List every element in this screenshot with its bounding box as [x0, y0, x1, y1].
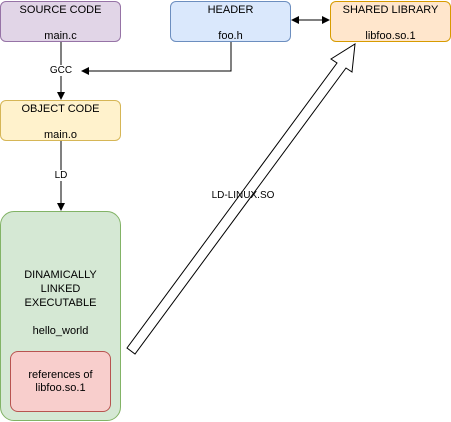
ld-edge-label: LD: [51, 170, 71, 181]
loader-edge-label: LD-LINUX.SO: [211, 190, 275, 201]
header-title: HEADER: [207, 4, 254, 16]
references-label: references of libfoo.so.1: [28, 369, 93, 394]
shared-library-title: SHARED LIBRARY: [342, 4, 439, 16]
source-code-node: SOURCE CODE main.c: [0, 1, 121, 42]
loader-hollow-arrow: [126, 43, 356, 355]
source-code-file: main.c: [44, 30, 77, 42]
header-to-gcc-edge: [81, 42, 232, 75]
object-code-node: OBJECT CODE main.o: [0, 100, 121, 141]
gcc-edge-label: GCC: [46, 65, 76, 76]
shared-library-file: libfoo.so.1: [365, 30, 416, 42]
header-node: HEADER foo.h: [170, 1, 291, 42]
source-code-title: SOURCE CODE: [19, 4, 102, 16]
object-code-file: main.o: [43, 129, 78, 141]
object-code-title: OBJECT CODE: [21, 103, 100, 115]
executable-file: hello_world: [32, 325, 89, 337]
executable-title: DINAMICALLY LINKED EXECUTABLE: [24, 269, 97, 309]
shared-library-node: SHARED LIBRARY libfoo.so.1: [330, 1, 451, 42]
references-node: references of libfoo.so.1: [10, 351, 111, 412]
header-file: foo.h: [218, 30, 243, 42]
